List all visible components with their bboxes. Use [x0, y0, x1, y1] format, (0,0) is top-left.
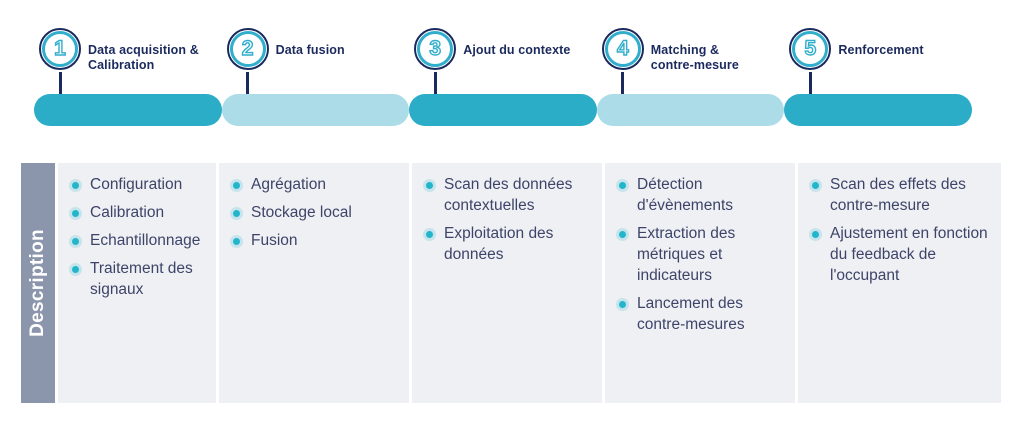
step-marker-3[interactable]: 3: [414, 28, 460, 74]
list-item: Scan des effets des contre-mesure: [808, 174, 991, 216]
step-label-4: Matching & contre-mesure: [650, 43, 739, 72]
list-item: Agrégation: [229, 174, 399, 195]
timeline-segment-4: [597, 94, 784, 126]
process-timeline: 1 Data acquisition & Calibration 2 Data fus…: [0, 0, 1024, 150]
list-item-label: Traitement des signaux: [90, 260, 193, 298]
step-label-3: Ajout du contexte: [463, 43, 571, 57]
list-item: Configuration: [68, 174, 206, 195]
step-stem-3: [433, 72, 437, 107]
step-marker-5[interactable]: 5: [789, 28, 835, 74]
step-number-3: 3: [429, 36, 442, 60]
step-ring-inner-icon: [604, 31, 641, 67]
bullet-dot-icon: [426, 231, 433, 238]
step-ring-inner-icon: [42, 31, 78, 67]
list-item: Ajustement en fonction du feedback de l'…: [808, 223, 991, 286]
step-ring-inner-icon: [417, 31, 454, 67]
list-item: Détection d'évènements: [615, 174, 785, 216]
step-marker-2[interactable]: 2: [226, 28, 273, 74]
step-stem-1: [58, 72, 62, 107]
step-stem-2: [246, 72, 250, 107]
list-item: Calibration: [68, 202, 206, 223]
step-label-1: Data acquisition & Calibration: [88, 43, 199, 72]
bullet-dot-icon: [233, 182, 240, 189]
list-item-label: Configuration: [90, 176, 183, 193]
step-stem-4: [621, 72, 625, 107]
list-item-label: Ajustement en fonction du feedback de l'…: [830, 225, 988, 284]
list-item: Exploitation des données: [422, 223, 592, 265]
bullet-dot-icon: [619, 301, 626, 308]
step-ring-inner-icon: [792, 31, 829, 67]
bullet-dot-icon: [619, 182, 626, 189]
step-marker-1[interactable]: 1: [39, 28, 85, 74]
timeline-segment-5: [784, 94, 972, 126]
bullet-dot-icon: [812, 231, 819, 238]
list-item-label: Scan des effets des contre-mesure: [830, 176, 966, 214]
list-item: Stockage local: [229, 202, 399, 223]
list-item-label: Fusion: [251, 232, 298, 249]
list-item: Fusion: [229, 230, 399, 251]
bullet-dot-icon: [619, 231, 626, 238]
row-header-label: Description: [27, 229, 48, 337]
step-number-2: 2: [241, 36, 254, 60]
list-item: Traitement des signaux: [68, 258, 206, 300]
bullet-dot-icon: [72, 238, 79, 245]
bullet-dot-icon: [72, 266, 79, 273]
step-stem-5: [808, 72, 812, 107]
timeline-bar: [34, 94, 972, 126]
list-item: Scan des données contextuelles: [422, 174, 592, 216]
list-item: Echantillonnage: [68, 230, 206, 251]
step-marker-4[interactable]: 4: [601, 28, 648, 74]
timeline-segment-3: [409, 94, 597, 126]
bullet-dot-icon: [72, 210, 79, 217]
bullet-dot-icon: [233, 238, 240, 245]
list-item-label: Agrégation: [251, 176, 326, 193]
step-ring-inner-icon: [229, 31, 266, 67]
step-number-5: 5: [804, 36, 817, 60]
step-number-1: 1: [53, 36, 66, 60]
list-item-label: Extraction des métriques et indicateurs: [637, 225, 736, 284]
list-item-label: Echantillonnage: [90, 232, 201, 249]
list-item-label: Calibration: [90, 204, 165, 221]
step-number-4: 4: [616, 36, 629, 60]
list-item-label: Stockage local: [251, 204, 352, 221]
bullet-dot-icon: [812, 182, 819, 189]
timeline-segment-2: [222, 94, 409, 126]
bullet-dot-icon: [426, 182, 433, 189]
list-item: Extraction des métriques et indicateurs: [615, 223, 785, 286]
list-item-label: Scan des données contextuelles: [444, 176, 573, 214]
row-header-description: Description: [21, 163, 55, 403]
list-item-label: Détection d'évènements: [637, 176, 734, 214]
bullet-dot-icon: [233, 210, 240, 217]
bullet-dot-icon: [72, 182, 79, 189]
list-item-label: Lancement des contre-mesures: [637, 295, 745, 333]
list-item-label: Exploitation des données: [444, 225, 554, 263]
step-label-5: Renforcement: [838, 43, 924, 57]
step-label-2: Data fusion: [275, 43, 345, 57]
timeline-segment-1: [34, 94, 222, 126]
list-item: Lancement des contre-mesures: [615, 293, 785, 335]
